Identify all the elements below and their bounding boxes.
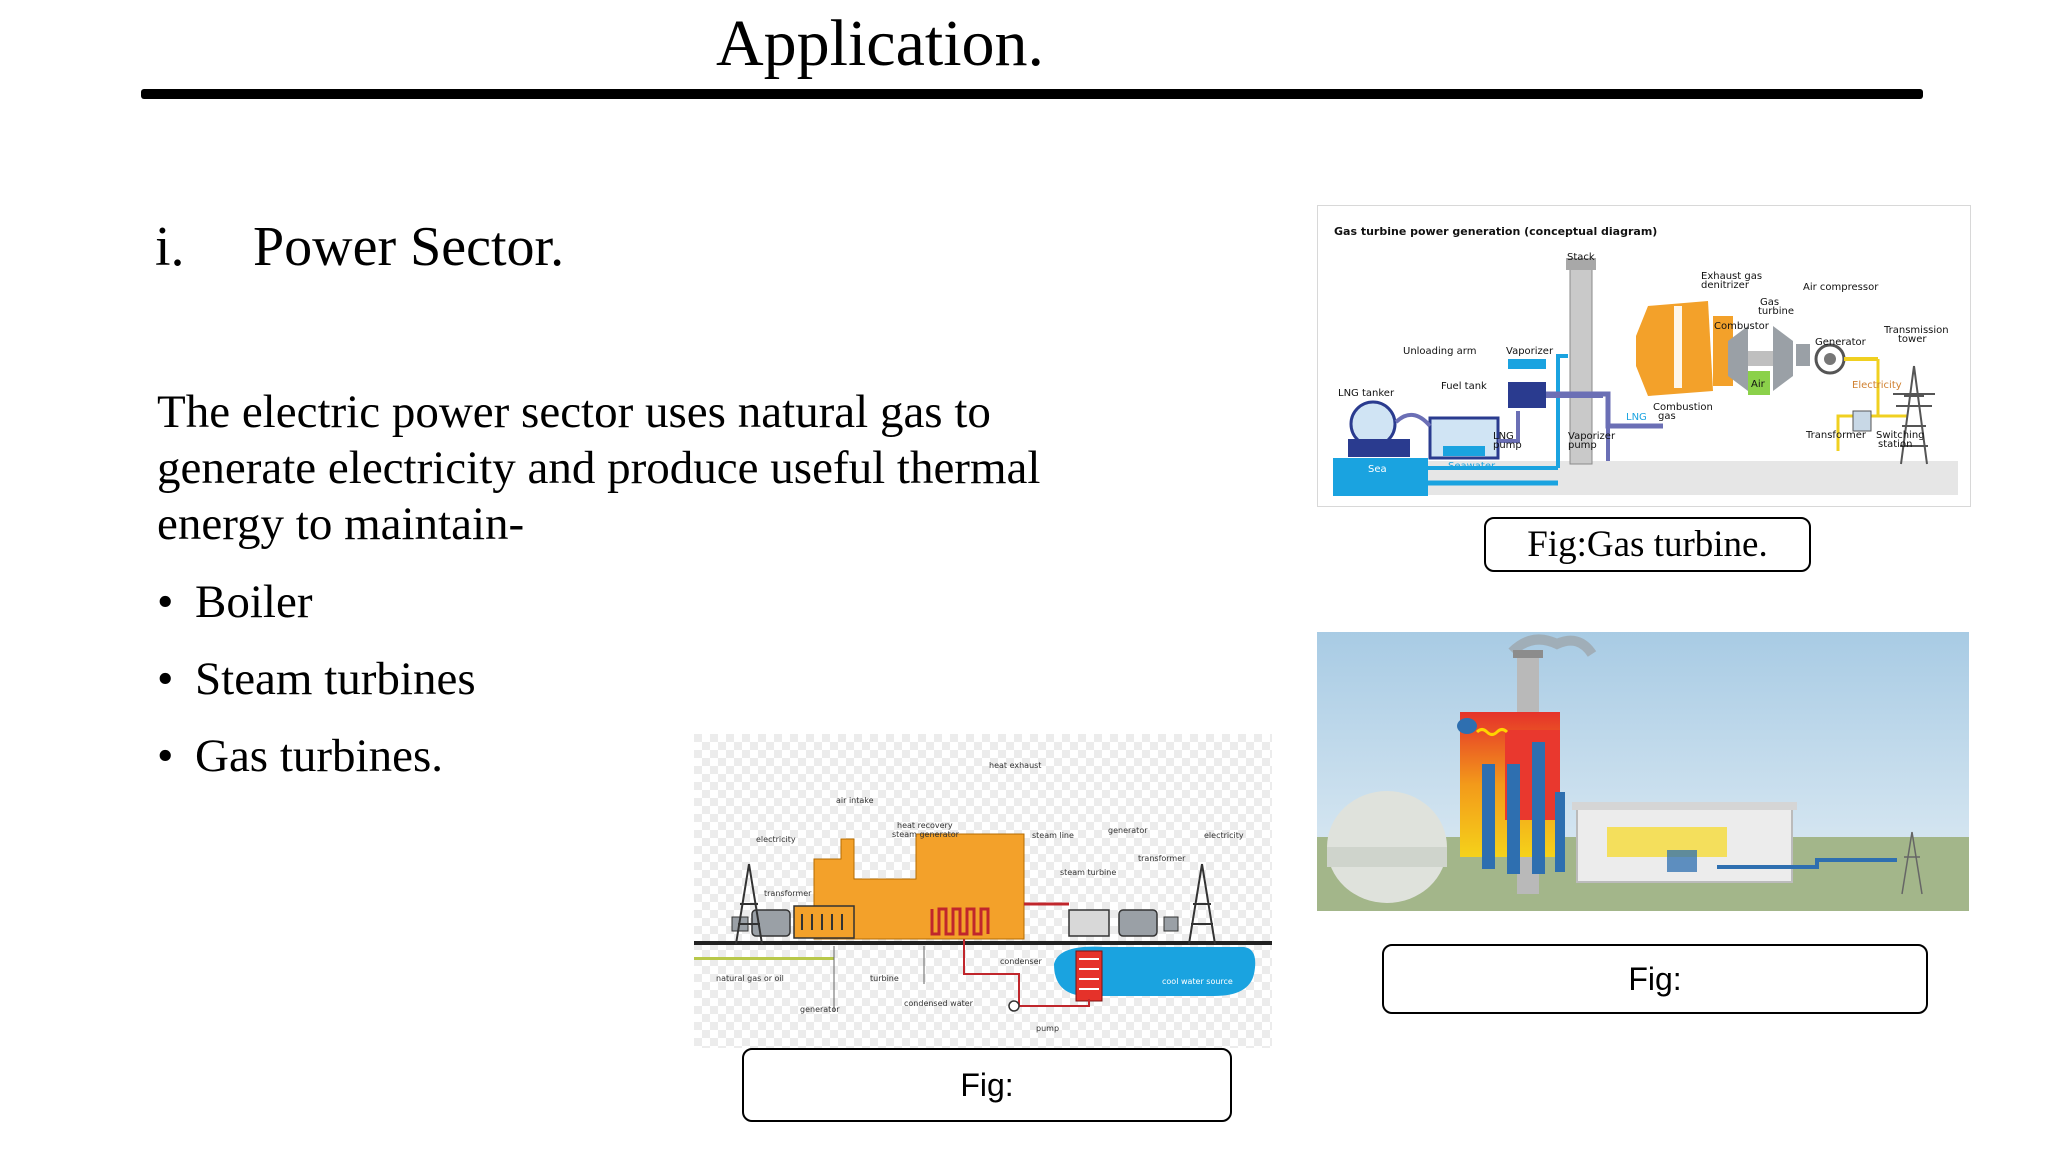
gas-turbine-svg: Gas turbine power generation (conceptual…: [1318, 206, 1970, 506]
diagram-label: LNG: [1493, 431, 1514, 442]
paragraph-line: energy to maintain-: [157, 498, 525, 550]
figure-caption-combined-cycle: Fig:: [742, 1048, 1232, 1122]
diagram-label: transformer: [1138, 854, 1186, 863]
diagram-label: Exhaust gas: [1701, 271, 1762, 282]
power-plant-illustration: [1317, 632, 1969, 911]
list-item: • Steam turbines: [157, 647, 476, 724]
diagram-label: Fuel tank: [1441, 381, 1487, 392]
diagram-label: generator: [1108, 826, 1148, 835]
diagram-label: Transmission: [1883, 325, 1949, 336]
paragraph-line: generate electricity and produce useful …: [157, 442, 1041, 494]
diagram-label: electricity: [1204, 831, 1244, 840]
diagram-label: Transformer: [1805, 430, 1867, 441]
diagram-label: Seawater: [1448, 461, 1496, 472]
diagram-label: transformer: [764, 889, 812, 898]
diagram-label: turbine: [1758, 306, 1794, 317]
section-title: Power Sector.: [253, 216, 565, 278]
diagram-label: pump: [1036, 1024, 1059, 1033]
diagram-label: generator: [800, 1005, 840, 1014]
bullet-icon: •: [157, 576, 174, 628]
diagram-label: gas: [1658, 411, 1676, 422]
bullet-text: Boiler: [195, 576, 313, 628]
diagram-label: pump: [1493, 440, 1522, 451]
bullet-icon: •: [157, 730, 174, 782]
diagram-label: Unloading arm: [1403, 346, 1476, 357]
combined-cycle-svg: heat exhaust air intake heat recovery st…: [694, 734, 1272, 1048]
section-number: i.: [155, 216, 185, 278]
diagram-label: LNG: [1626, 412, 1647, 423]
diagram-label: cool water source: [1162, 977, 1233, 986]
diagram-label: denitrizer: [1701, 280, 1750, 291]
diagram-label: Air compressor: [1803, 282, 1879, 293]
body-paragraph: The electric power sector uses natural g…: [157, 384, 1167, 552]
diagram-label: air intake: [836, 796, 874, 805]
diagram-label: pump: [1568, 440, 1597, 451]
diagram-label: turbine: [870, 974, 899, 983]
diagram-label: heat recovery: [897, 821, 953, 830]
combined-cycle-diagram: heat exhaust air intake heat recovery st…: [694, 734, 1272, 1048]
diagram-label: Sea: [1368, 464, 1387, 475]
paragraph-line: The electric power sector uses natural g…: [157, 386, 991, 438]
section-heading: i. Power Sector.: [155, 212, 564, 282]
diagram-label: electricity: [756, 835, 796, 844]
diagram-label: natural gas or oil: [716, 974, 784, 983]
diagram-label: Air: [1751, 379, 1766, 390]
slide-title: Application.: [715, 7, 1045, 80]
diagram-label: condensed water: [904, 999, 974, 1008]
bullet-text: Gas turbines.: [195, 730, 444, 782]
title-divider: [141, 89, 1923, 99]
diagram-label: LNG tanker: [1338, 388, 1395, 399]
diagram-label: Vaporizer: [1568, 431, 1616, 442]
figure-caption-power-plant: Fig:: [1382, 944, 1928, 1014]
diagram-label: Switching: [1876, 430, 1925, 441]
diagram-label: Electricity: [1852, 380, 1902, 391]
diagram-title: Gas turbine power generation (conceptual…: [1334, 225, 1657, 238]
bullet-list: • Boiler • Steam turbines • Gas turbines.: [157, 570, 476, 801]
diagram-label: steam turbine: [1060, 868, 1116, 877]
power-plant-svg: [1317, 632, 1969, 911]
figure-caption-gas-turbine: Fig:Gas turbine.: [1484, 517, 1811, 572]
bullet-text: Steam turbines: [195, 653, 476, 705]
diagram-label: Generator: [1815, 337, 1867, 348]
diagram-label: Stack: [1567, 252, 1595, 263]
diagram-label: Gas: [1760, 297, 1779, 308]
list-item: • Gas turbines.: [157, 724, 476, 801]
list-item: • Boiler: [157, 570, 476, 647]
diagram-label: station: [1878, 439, 1912, 450]
diagram-label: steam line: [1032, 831, 1074, 840]
diagram-label: condenser: [1000, 957, 1043, 966]
diagram-label: tower: [1898, 334, 1927, 345]
bullet-icon: •: [157, 653, 174, 705]
diagram-label: heat exhaust: [989, 761, 1041, 770]
gas-turbine-diagram: Gas turbine power generation (conceptual…: [1317, 205, 1971, 507]
diagram-label: Combustion: [1653, 402, 1713, 413]
diagram-label: steam generator: [892, 830, 960, 839]
diagram-label: Combustor: [1714, 321, 1770, 332]
diagram-label: Vaporizer: [1506, 346, 1554, 357]
